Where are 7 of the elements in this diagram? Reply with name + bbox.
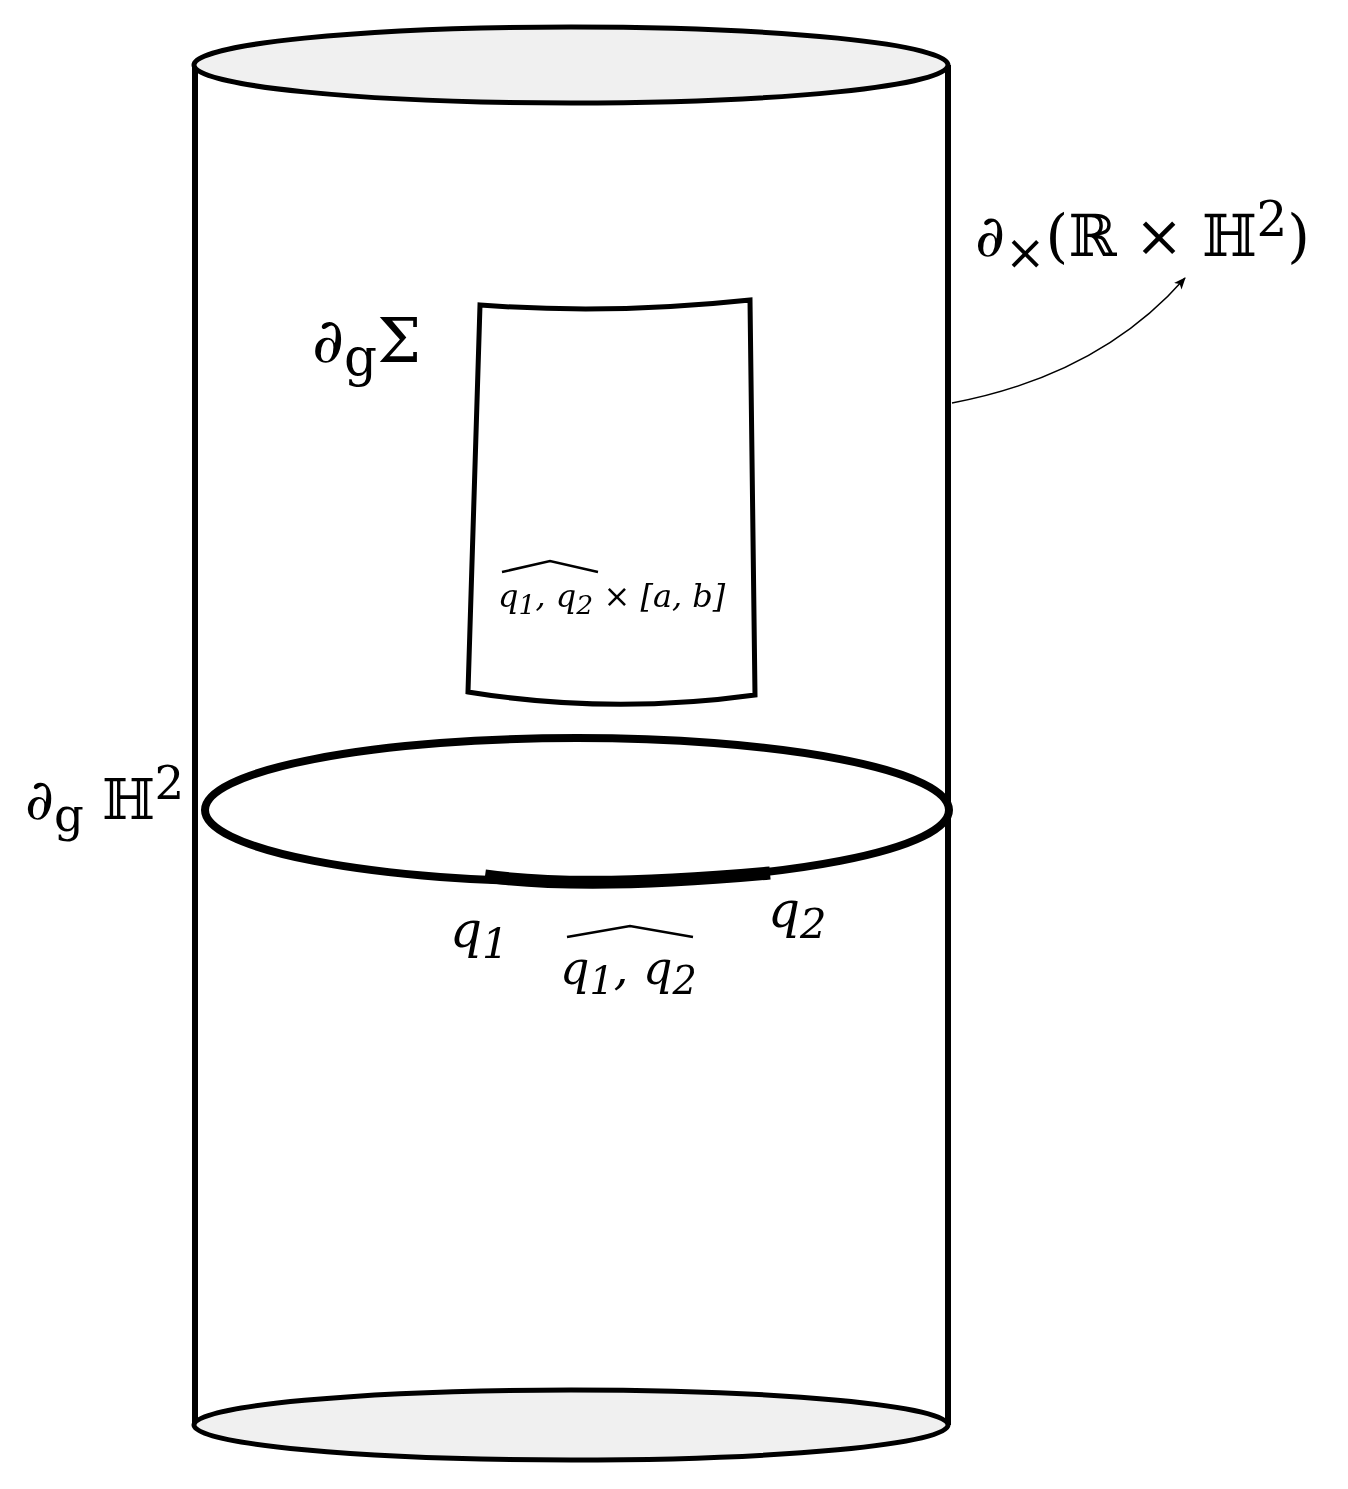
boundary-label: ∂$_{×}$(ℝ × ℍ$^{2}$) [975,195,1310,277]
surface-label: ∂$_{g}$Σ [312,310,421,385]
arrow [951,277,1186,404]
point-label: q$_{2}$ [768,885,827,945]
point-label: q$_{1}$ [450,905,509,965]
point-label: q$_{1}$, q$_{2}$ [560,945,697,1001]
patch-label: q$_{1}$, q$_{2}$ × [a, b] [498,580,726,620]
